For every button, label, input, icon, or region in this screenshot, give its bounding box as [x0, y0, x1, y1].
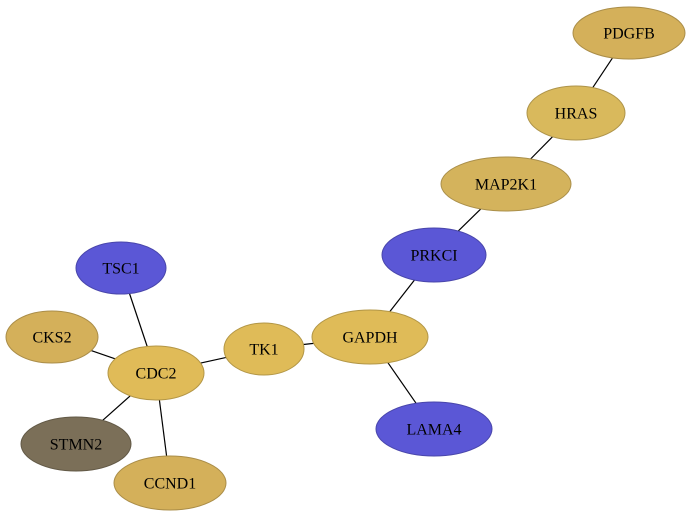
node-lama4: LAMA4	[375, 401, 493, 457]
node-shape	[572, 6, 686, 60]
edge-cdc2-ccnd1	[158, 399, 168, 457]
edge-prkci-gapdh	[389, 279, 415, 312]
node-shape	[375, 401, 493, 457]
edge-map2k1-prkci	[457, 208, 482, 232]
node-label: GAPDH	[342, 330, 398, 347]
node-label: PRKCI	[410, 248, 457, 265]
edge-tk1-cdc2	[200, 356, 227, 364]
node-shape	[223, 322, 305, 376]
node-label: MAP2K1	[475, 177, 537, 194]
node-shape	[20, 416, 132, 472]
node-map2k1: MAP2K1	[440, 156, 572, 212]
node-hras: HRAS	[526, 85, 626, 141]
node-label: CCND1	[144, 476, 196, 493]
node-label: CKS2	[32, 330, 71, 347]
node-shape	[381, 227, 487, 283]
node-label: TK1	[249, 342, 278, 359]
node-shape	[113, 455, 227, 511]
edge-cks2-cdc2	[91, 350, 116, 360]
node-ccnd1: CCND1	[113, 455, 227, 511]
node-shape	[75, 241, 167, 295]
node-shape	[526, 85, 626, 141]
node-tsc1: TSC1	[75, 241, 167, 295]
node-shape	[440, 156, 572, 212]
node-prkci: PRKCI	[381, 227, 487, 283]
node-cdc2: CDC2	[107, 345, 205, 401]
node-label: STMN2	[50, 437, 102, 454]
node-gapdh: GAPDH	[311, 309, 429, 365]
edge-gapdh-tk1	[303, 342, 314, 346]
edge-cdc2-stmn2	[102, 395, 131, 421]
edge-gapdh-lama4	[387, 362, 417, 404]
node-shape	[5, 310, 99, 364]
node-pdgfb: PDGFB	[572, 6, 686, 60]
node-label: TSC1	[102, 261, 139, 278]
edge-pdgfb-hras	[592, 57, 614, 88]
node-label: LAMA4	[406, 422, 461, 439]
node-tk1: TK1	[223, 322, 305, 376]
node-shape	[311, 309, 429, 365]
node-label: CDC2	[136, 366, 177, 383]
edges-layer	[91, 57, 614, 457]
edge-tsc1-cdc2	[128, 293, 148, 347]
node-label: PDGFB	[603, 26, 655, 43]
node-cks2: CKS2	[5, 310, 99, 364]
node-shape	[107, 345, 205, 401]
node-stmn2: STMN2	[20, 416, 132, 472]
node-label: HRAS	[555, 106, 598, 123]
edge-hras-map2k1	[530, 136, 554, 160]
